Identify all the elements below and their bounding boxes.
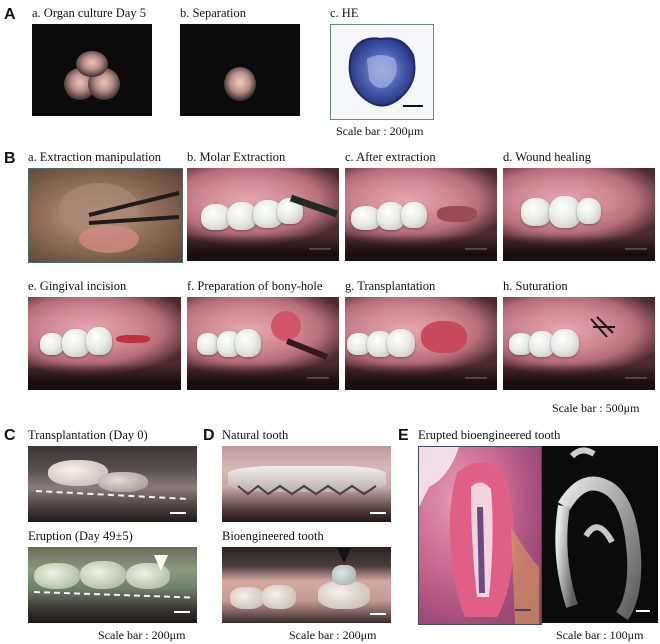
- photo-histology-e: [418, 446, 542, 625]
- scale-bar-b7: [625, 377, 647, 379]
- caption-e-erupted-tooth: Erupted bioengineered tooth: [418, 428, 561, 442]
- gum-line-day0: [35, 490, 186, 500]
- photo-microct-e: [542, 446, 658, 623]
- scale-bar-e2: [636, 610, 650, 612]
- caption-a-organ-culture: a. Organ culture Day 5: [32, 6, 146, 20]
- scale-bar-b2: [465, 248, 487, 250]
- photo-eruption: [28, 547, 197, 623]
- photo-suturation: [503, 297, 655, 390]
- photo-organ-culture: [32, 24, 152, 116]
- photo-separation: [180, 24, 300, 116]
- photo-preparation-bony-hole: [187, 297, 339, 390]
- photo-bioengineered-tooth: [222, 547, 391, 623]
- caption-b-after-extraction: c. After extraction: [345, 150, 436, 164]
- arrowhead-icon: [154, 555, 168, 571]
- photo-gingival-incision: [28, 297, 181, 390]
- caption-b-wound-healing: d. Wound healing: [503, 150, 591, 164]
- photo-he-stain: [330, 24, 434, 120]
- panel-label-a: A: [4, 6, 16, 23]
- panel-label-d: D: [203, 427, 215, 444]
- scale-bar-b5: [307, 377, 329, 379]
- scale-bar-b1: [309, 248, 331, 250]
- panel-label-c: C: [4, 427, 16, 444]
- arrowhead-icon: [337, 548, 351, 563]
- caption-b-transplantation: g. Transplantation: [345, 279, 436, 293]
- photo-transplantation-day0: [28, 446, 197, 522]
- caption-b-extraction-manipulation: a. Extraction manipulation: [28, 150, 161, 164]
- scale-bar-d1: [370, 512, 386, 514]
- scale-bar-b6: [465, 377, 487, 379]
- gum-line-eruption: [33, 591, 190, 599]
- caption-d-natural-tooth: Natural tooth: [222, 428, 289, 442]
- caption-b-suturation: h. Suturation: [503, 279, 568, 293]
- panel-label-b: B: [4, 150, 16, 167]
- photo-wound-healing: [503, 168, 655, 261]
- scale-bar-d2: [370, 613, 386, 615]
- caption-b-molar-extraction: b. Molar Extraction: [187, 150, 286, 164]
- scale-label-b: Scale bar : 500μm: [552, 401, 640, 415]
- caption-b-gingival-incision: e. Gingival incision: [28, 279, 127, 293]
- caption-d-bioengineered-tooth: Bioengineered tooth: [222, 529, 324, 543]
- scale-bar-b3: [625, 248, 647, 250]
- panel-label-e: E: [398, 427, 409, 444]
- scale-label-a: Scale bar : 200μm: [336, 124, 424, 138]
- caption-c-transplantation-day0: Transplantation (Day 0): [28, 428, 148, 442]
- scale-bar-c2: [174, 611, 190, 613]
- photo-after-extraction: [345, 168, 497, 261]
- caption-b-preparation-bony-hole: f. Preparation of bony-hole: [187, 279, 323, 293]
- scale-bar-e1: [515, 609, 531, 611]
- photo-transplantation: [345, 297, 497, 390]
- scale-bar-c1: [170, 512, 186, 514]
- scale-label-c: Scale bar : 200μm: [98, 628, 186, 642]
- scale-label-e: Scale bar : 100μm: [556, 628, 644, 642]
- caption-c-eruption: Eruption (Day 49±5): [28, 529, 133, 543]
- scale-label-d: Scale bar : 200μm: [289, 628, 377, 642]
- scale-bar-he: [403, 105, 423, 107]
- photo-molar-extraction: [187, 168, 339, 261]
- caption-a-he: c. HE: [330, 6, 359, 20]
- caption-a-separation: b. Separation: [180, 6, 246, 20]
- photo-natural-tooth: [222, 446, 391, 522]
- photo-extraction-manipulation: [28, 168, 183, 263]
